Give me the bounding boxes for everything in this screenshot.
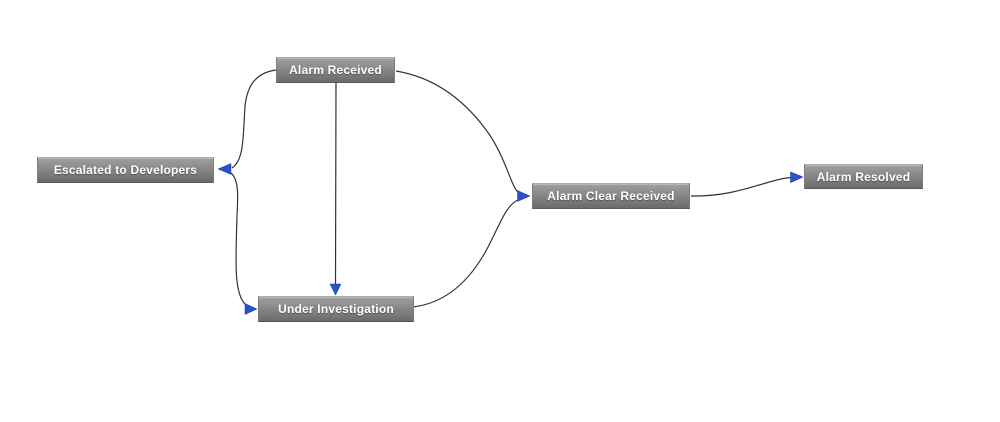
edge-alarm-received-to-escalated (231, 69, 277, 169)
node-alarm-clear-received-label: Alarm Clear Received (547, 189, 675, 203)
node-under-investigation-label: Under Investigation (278, 302, 394, 316)
arrowhead-into-escalated (217, 163, 232, 175)
node-escalated-to-developers[interactable]: Escalated to Developers (37, 157, 214, 183)
edge-alarm-clear-to-alarm-resolved (690, 176, 793, 197)
arrowhead-into-under-investigation-top (329, 283, 342, 296)
edge-under-investigation-to-alarm-clear (412, 199, 519, 308)
arrowhead-into-under-investigation-left (244, 303, 258, 315)
edge-alarm-received-to-under-investigation (334, 82, 337, 285)
arrowhead-into-alarm-resolved (790, 171, 804, 184)
node-alarm-received[interactable]: Alarm Received (276, 57, 395, 83)
node-under-investigation[interactable]: Under Investigation (258, 296, 414, 322)
edge-escalated-to-under-investigation (230, 172, 247, 306)
node-alarm-resolved[interactable]: Alarm Resolved (804, 164, 923, 189)
node-alarm-received-label: Alarm Received (289, 63, 382, 77)
node-escalated-to-developers-label: Escalated to Developers (53, 163, 198, 177)
arrowhead-into-alarm-clear (517, 190, 531, 202)
node-alarm-resolved-label: Alarm Resolved (816, 169, 911, 184)
node-alarm-clear-received[interactable]: Alarm Clear Received (532, 183, 690, 209)
edge-alarm-received-to-alarm-clear (395, 70, 519, 193)
